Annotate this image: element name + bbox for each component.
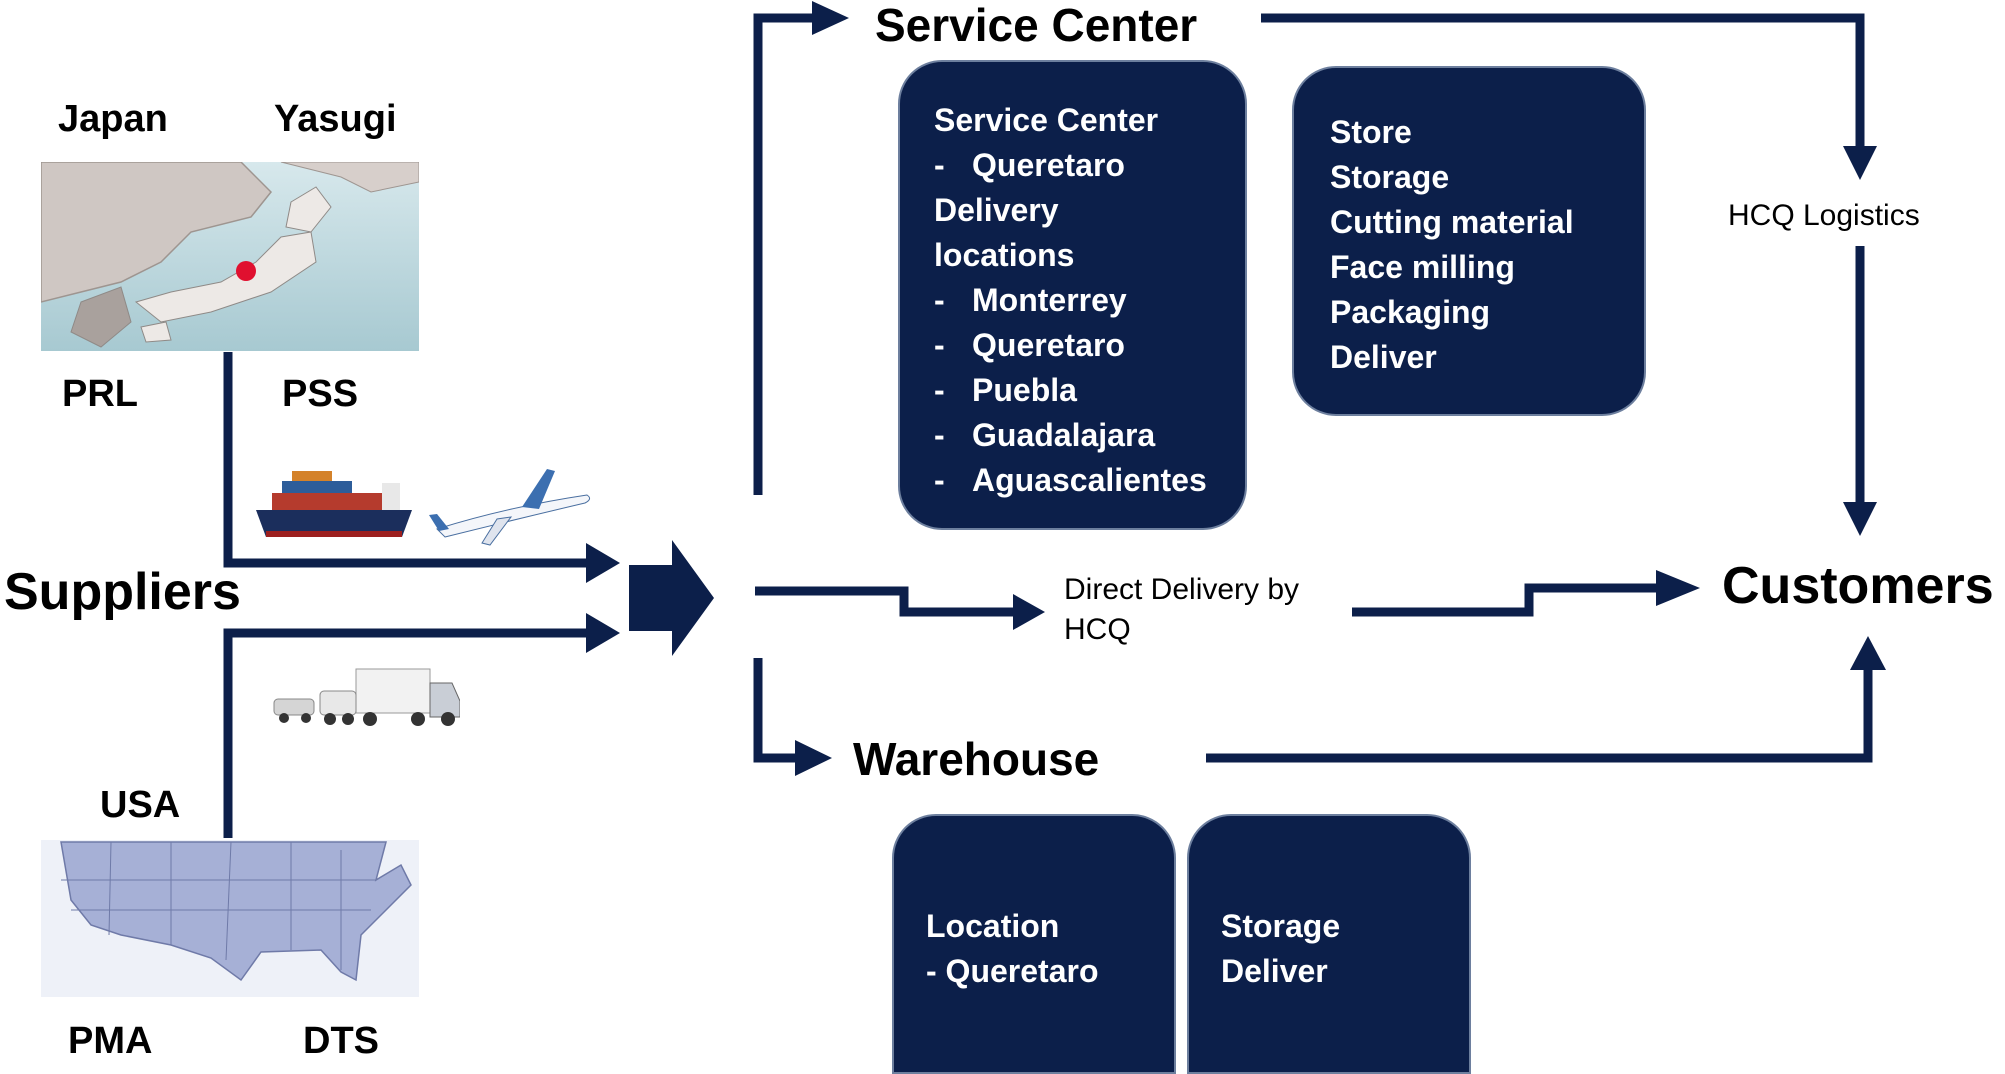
service-item: Store xyxy=(1330,114,1412,150)
arrowhead-japan xyxy=(586,543,620,583)
japan-flag-icon xyxy=(236,261,256,281)
delivery-location-item: -Queretaro xyxy=(934,327,1125,363)
warehouse-line xyxy=(753,658,798,763)
airplane-icon xyxy=(427,467,595,547)
cargo-ship-icon xyxy=(252,465,414,545)
trucks-icon xyxy=(270,661,460,731)
delivery-heading: Delivery xyxy=(934,192,1059,228)
delivery-location-item: -Guadalajara xyxy=(934,417,1156,453)
warehouse-location-item: - Queretaro xyxy=(926,953,1099,989)
service-item: Deliver xyxy=(1330,339,1437,375)
service-center-box-heading: Service Center xyxy=(934,102,1159,138)
usa-supply-line xyxy=(223,628,592,838)
arrowhead-usa xyxy=(586,613,620,653)
warehouse-title: Warehouse xyxy=(853,733,1100,785)
suppliers-title: Suppliers xyxy=(4,563,241,621)
merge-arrow xyxy=(629,540,714,656)
service-center-location-item: -Queretaro xyxy=(934,147,1125,183)
delivery-location-item: -Monterrey xyxy=(934,282,1127,318)
service-center-locations-box: Service Center -Queretaro Delivery locat… xyxy=(898,60,1247,530)
service-center-title: Service Center xyxy=(875,0,1198,51)
service-item: Packaging xyxy=(1330,294,1491,330)
pma-label: PMA xyxy=(68,1020,153,1062)
japan-map xyxy=(41,162,419,351)
service-item: Face milling xyxy=(1330,249,1515,285)
locations-heading: locations xyxy=(934,237,1075,273)
service-item: Storage xyxy=(1330,159,1450,195)
arrowhead-customers-bottom xyxy=(1850,636,1886,670)
arrowhead-customers-top xyxy=(1843,502,1877,536)
service-center-line xyxy=(753,13,815,495)
arrowhead-direct-delivery xyxy=(1013,594,1045,630)
delivery-location-item: -Puebla xyxy=(934,372,1077,408)
warehouse-to-customers-line xyxy=(1206,668,1873,763)
hcq-logistics-label: HCQ Logistics xyxy=(1728,199,1920,232)
service-center-services-box: Store Storage Cutting material Face mill… xyxy=(1292,66,1646,416)
service-item: Cutting material xyxy=(1330,204,1574,240)
warehouse-service-item: Deliver xyxy=(1221,953,1328,989)
direct-delivery-label: Direct Delivery by HCQ xyxy=(1064,573,1300,646)
arrowhead-logistics xyxy=(1843,146,1877,180)
arrowhead-warehouse xyxy=(795,740,832,776)
warehouse-services-box: Storage Deliver xyxy=(1187,814,1471,1074)
warehouse-location-box: Location - Queretaro xyxy=(892,814,1176,1074)
service-center-to-customers-line xyxy=(1261,13,1865,148)
warehouse-location-heading: Location xyxy=(926,908,1060,944)
direct-delivery-line-2 xyxy=(1352,583,1660,617)
warehouse-service-item: Storage xyxy=(1221,908,1341,944)
delivery-location-item: -Aguascalientes xyxy=(934,462,1207,498)
pss-label: PSS xyxy=(282,373,359,415)
customers-title: Customers xyxy=(1722,557,1994,615)
japan-label: Japan xyxy=(58,98,168,140)
prl-label: PRL xyxy=(62,373,138,415)
dts-label: DTS xyxy=(303,1020,379,1062)
arrowhead-customers-mid xyxy=(1656,570,1700,606)
arrowhead-service-center xyxy=(812,1,849,35)
direct-delivery-line xyxy=(755,586,1018,617)
usa-label: USA xyxy=(100,784,181,826)
usa-map xyxy=(41,840,419,997)
japan-supply-line xyxy=(223,352,592,568)
yasugi-label: Yasugi xyxy=(274,98,397,140)
